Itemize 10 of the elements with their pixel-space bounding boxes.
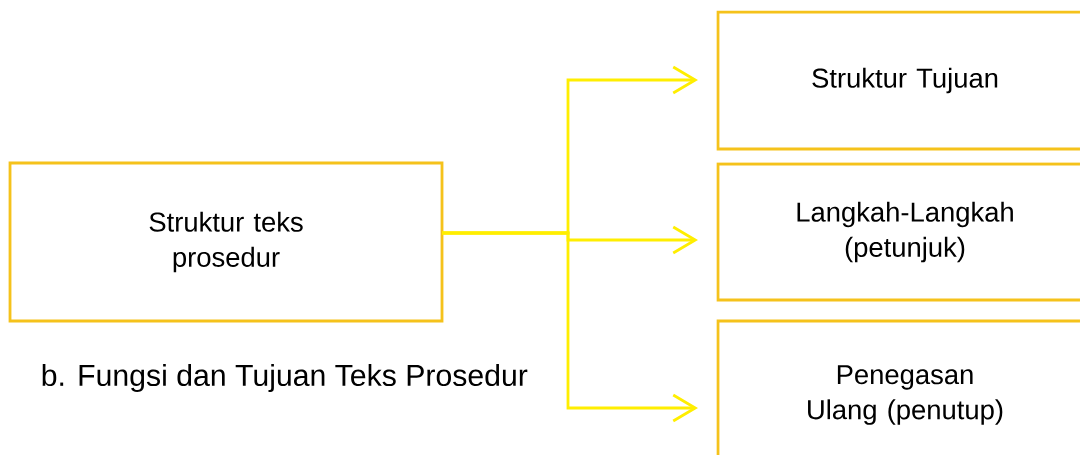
arrow (442, 231, 698, 423)
node-label: Langkah-Langkah (petunjuk) (797, 201, 1013, 263)
process-box (716, 162, 1080, 302)
node-label: Penegasan Ulang (penutup) (808, 365, 1003, 425)
node-label: Struktur teks prosedur (149, 211, 303, 273)
process-box (8, 161, 444, 323)
process-box (716, 10, 1080, 151)
node-label: Struktur Tujuan (812, 67, 998, 94)
process-box (716, 319, 1080, 455)
heading: b. Fungsi dan Tujuan Teks Prosedur (42, 363, 528, 393)
